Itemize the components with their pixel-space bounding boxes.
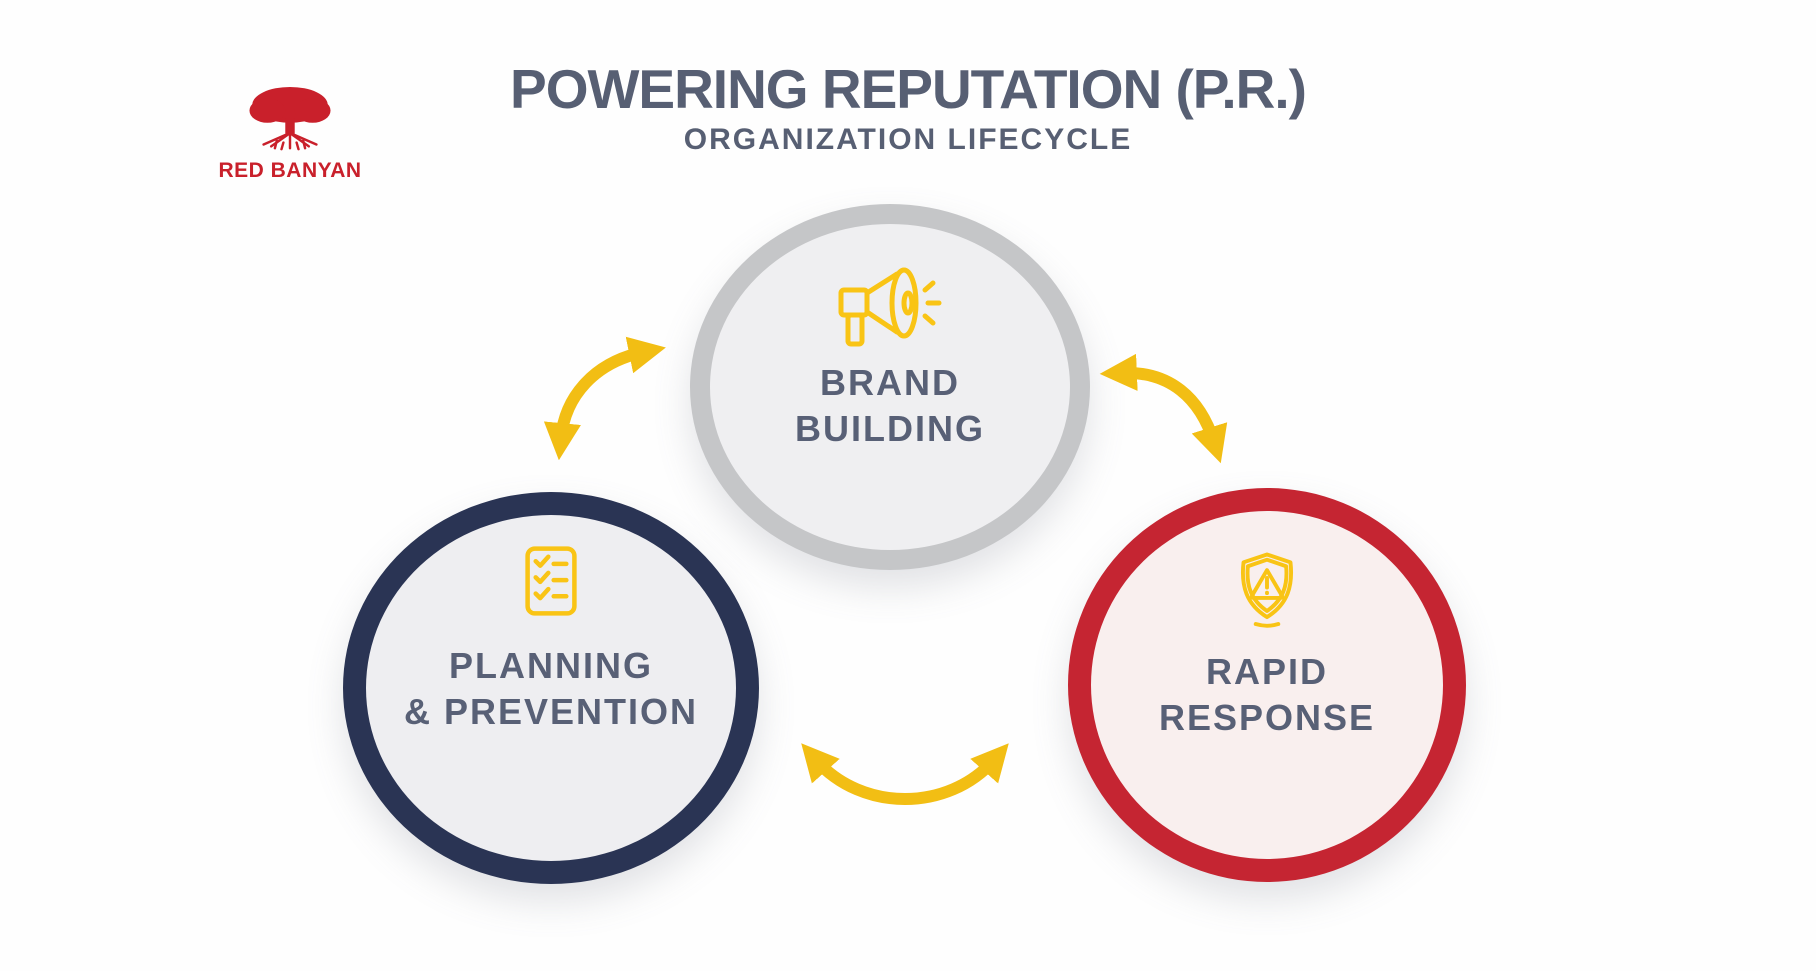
arrow-brand-rapid xyxy=(1099,353,1228,464)
node-planning-prevention: PLANNING & PREVENTION xyxy=(343,492,759,884)
logo: RED BANYAN xyxy=(200,86,380,183)
logo-text: RED BANYAN xyxy=(218,159,362,182)
label-line: PLANNING xyxy=(448,645,653,686)
node-rapid-response: RAPID RESPONSE xyxy=(1068,488,1466,882)
node-label-rapid-response: RAPID RESPONSE xyxy=(1159,649,1375,741)
label-line: RAPID xyxy=(1205,651,1328,692)
node-label-planning-prevention: PLANNING & PREVENTION xyxy=(404,643,698,735)
label-line: RESPONSE xyxy=(1158,697,1376,738)
header: POWERING REPUTATION (P.R.) ORGANIZATION … xyxy=(0,62,1816,155)
page-subtitle: ORGANIZATION LIFECYCLE xyxy=(683,123,1133,156)
label-line: BRAND xyxy=(820,362,960,403)
arrow-planning-brand xyxy=(543,336,666,461)
banyan-tree-icon xyxy=(249,86,331,151)
label-line: BUILDING xyxy=(795,408,985,449)
node-label-brand-building: BRAND BUILDING xyxy=(795,360,985,452)
page-title: POWERING REPUTATION (P.R.) xyxy=(510,58,1307,120)
arrow-rapid-planning xyxy=(801,743,1009,805)
shield-alert-icon xyxy=(1240,552,1294,628)
checklist-icon xyxy=(525,546,577,616)
label-line: & PREVENTION xyxy=(403,691,699,732)
megaphone-icon xyxy=(838,267,942,347)
node-brand-building: BRAND BUILDING xyxy=(690,204,1090,570)
